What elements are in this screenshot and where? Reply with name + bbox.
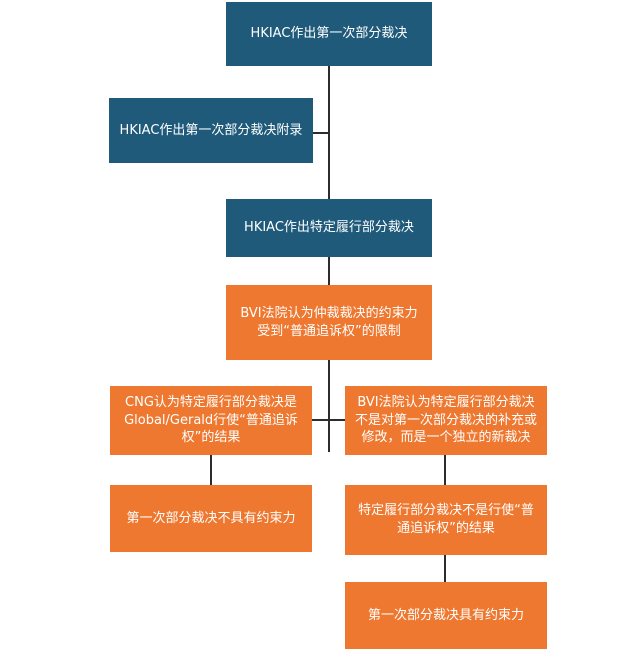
- node-not-ordinary-recourse-text: 特定履行部分裁决不是行使“普通追诉权”的结果: [358, 503, 534, 536]
- node-first-award-not-binding: 第一次部分裁决不具有约束力: [110, 485, 312, 552]
- node-bvi-court-binding-limited: BVI法院认为仲裁裁决的约束力受到“普通追诉权”的限制: [226, 285, 432, 360]
- node-first-award-binding: 第一次部分裁决具有约束力: [345, 582, 547, 649]
- node-bvi-court-new-award: BVI法院认为特定履行部分裁决不是对第一次部分裁决的补充或修改，而是一个独立的新…: [345, 386, 547, 455]
- node-bvi-court-binding-limited-text: BVI法院认为仲裁裁决的约束力受到“普通追诉权”的限制: [240, 305, 418, 339]
- node-first-partial-award-text: HKIAC作出第一次部分裁决: [250, 26, 408, 42]
- node-specific-performance-award-text: HKIAC作出特定履行部分裁决: [244, 220, 414, 236]
- node-bvi-court-new-award-text: BVI法院认为特定履行部分裁决不是对第一次部分裁决的补充或修改，而是一个独立的新…: [354, 395, 537, 446]
- node-first-partial-award-appendix: HKIAC作出第一次部分裁决附录: [109, 98, 313, 163]
- node-not-ordinary-recourse: 特定履行部分裁决不是行使“普通追诉权”的结果: [345, 485, 547, 555]
- node-first-award-binding-text: 第一次部分裁决具有约束力: [367, 607, 524, 623]
- node-cng-view: CNG认为特定履行部分裁决是Global/Gerald行使“普通追诉权”的结果: [110, 386, 312, 455]
- node-first-award-not-binding-text: 第一次部分裁决不具有约束力: [126, 510, 296, 526]
- node-first-partial-award-appendix-text: HKIAC作出第一次部分裁决附录: [119, 122, 303, 138]
- node-cng-view-text: CNG认为特定履行部分裁决是Global/Gerald行使“普通追诉权”的结果: [124, 395, 298, 446]
- node-first-partial-award: HKIAC作出第一次部分裁决: [226, 2, 432, 66]
- node-specific-performance-award: HKIAC作出特定履行部分裁决: [226, 199, 432, 257]
